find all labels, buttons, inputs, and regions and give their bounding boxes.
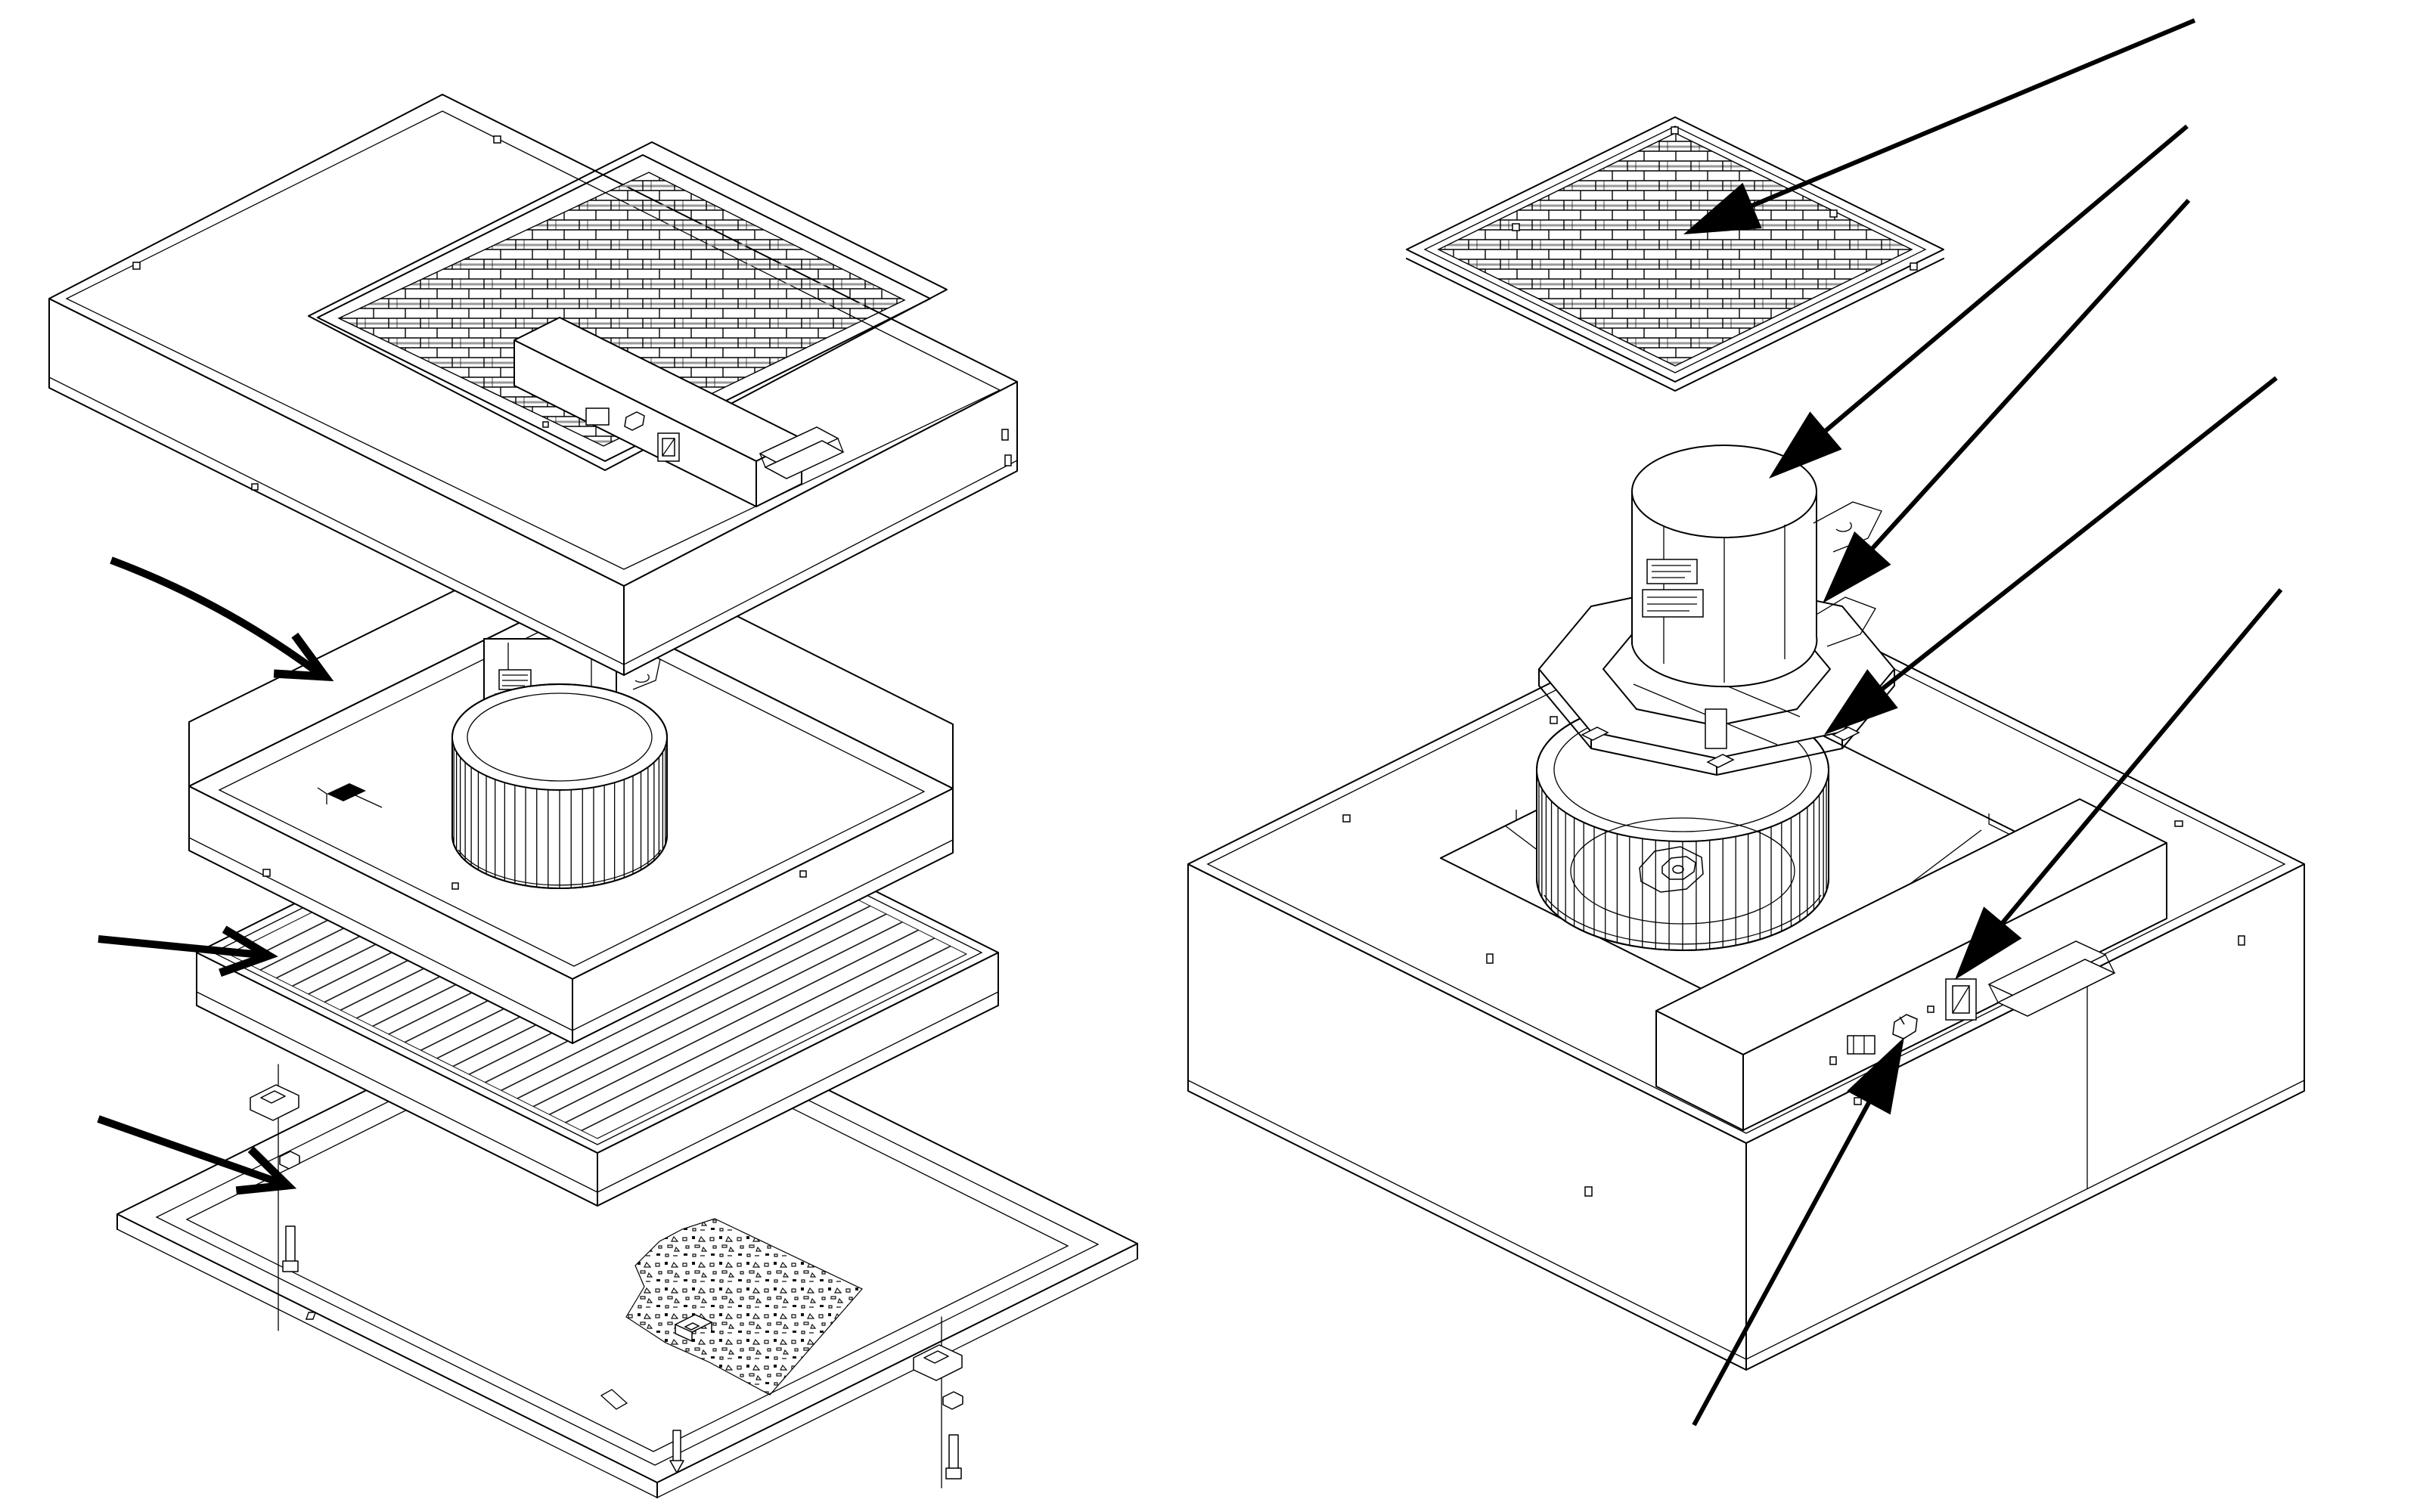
top-housing: [48, 94, 1018, 676]
screw-mark: [2174, 820, 2183, 827]
arrow-right-screen: [1683, 18, 2196, 234]
screw-mark: [542, 421, 549, 428]
screw-mark: [1671, 126, 1679, 135]
screw-mark: [1829, 1056, 1837, 1065]
screw-mark: [1829, 209, 1838, 218]
mount-tabs: [1581, 727, 1860, 768]
screw-mark: [251, 483, 259, 491]
motor-label: [1642, 559, 1704, 618]
blower-fins: [1538, 782, 1827, 950]
arrow-left-motor: [110, 556, 334, 682]
grille-bracket: [674, 1314, 713, 1343]
motor-bracket: [1813, 501, 1882, 553]
unit-housing: [1187, 584, 2305, 1371]
deck-cutout-notch: [1493, 810, 2012, 836]
screw-mark: [493, 135, 501, 144]
motor-blower-assembly: [451, 638, 668, 889]
screw-mark: [1927, 1005, 1934, 1013]
screw-mark: [1486, 953, 1494, 964]
screw-mark: [799, 870, 807, 878]
intake-mesh-screen: [308, 141, 948, 471]
retainer-clip: [317, 783, 383, 808]
ebox-end-face: [1655, 1010, 1744, 1131]
screw-mark: [1001, 429, 1009, 441]
mounting-hardware: [250, 1064, 963, 1489]
corner-bracket: [600, 1389, 628, 1410]
screw-mark: [1342, 814, 1351, 823]
screw-mark: [451, 882, 459, 890]
mount-bracket-arm: [1807, 596, 1876, 647]
screw-mark: [1854, 1097, 1862, 1105]
blower-wheel: [451, 683, 668, 889]
cover-flap: [759, 426, 845, 479]
arrow-left-grille: [97, 1115, 297, 1195]
pan-front-right-wall: [572, 788, 954, 1044]
terminal-connector: [1847, 1035, 1876, 1055]
hex-nut: [942, 1391, 963, 1410]
center-screw: [669, 1430, 684, 1473]
cable-grommet: [624, 411, 645, 431]
screw-mark: [2238, 935, 2245, 946]
rocker-switch: [657, 432, 680, 462]
arrow-right-switch: [1955, 588, 2283, 980]
toggle-clip: [913, 1344, 963, 1381]
hardware-stack-right: [913, 1316, 963, 1489]
blower-wheel: [1536, 697, 1829, 951]
bolt: [945, 1434, 962, 1479]
screw-mark: [305, 1312, 317, 1320]
electrical-box: [513, 317, 845, 507]
cable-grommet: [1892, 1014, 1918, 1040]
screw-mark: [1584, 1186, 1593, 1197]
electrical-box: [1655, 798, 2167, 1131]
arrow-left-filter: [98, 925, 278, 978]
hardware-stack-left: [250, 1064, 300, 1331]
screw-mark: [132, 262, 141, 270]
motor: [1631, 445, 1882, 688]
screw-mark: [1512, 223, 1520, 231]
screw-mark: [1910, 262, 1918, 271]
rocker-switch: [1945, 978, 1977, 1021]
left-exploded-view: [48, 94, 1138, 1498]
arrow-right-motor: [1769, 124, 2189, 479]
screw-mark: [1004, 454, 1012, 466]
blower-fins: [453, 746, 666, 888]
arrow-right-ebox: [1692, 1037, 1904, 1427]
callout-arrows: [97, 18, 2283, 1427]
screw-mark: [1550, 716, 1558, 724]
screw-mark: [262, 869, 271, 877]
motor-shaft: [1705, 708, 1727, 749]
arrow-right-mount: [1823, 198, 2191, 603]
right-exploded-view: [1187, 116, 2305, 1371]
cover-flap: [1987, 940, 2116, 1017]
bolt: [282, 1225, 299, 1272]
face-grille-frame: [116, 974, 1138, 1498]
toggle-clip: [250, 1084, 299, 1121]
terminal-connector: [585, 407, 610, 426]
hex-nut: [279, 1151, 300, 1170]
perforated-diffuser-patch: [625, 1218, 863, 1396]
arrow-right-blower: [1824, 376, 2278, 735]
